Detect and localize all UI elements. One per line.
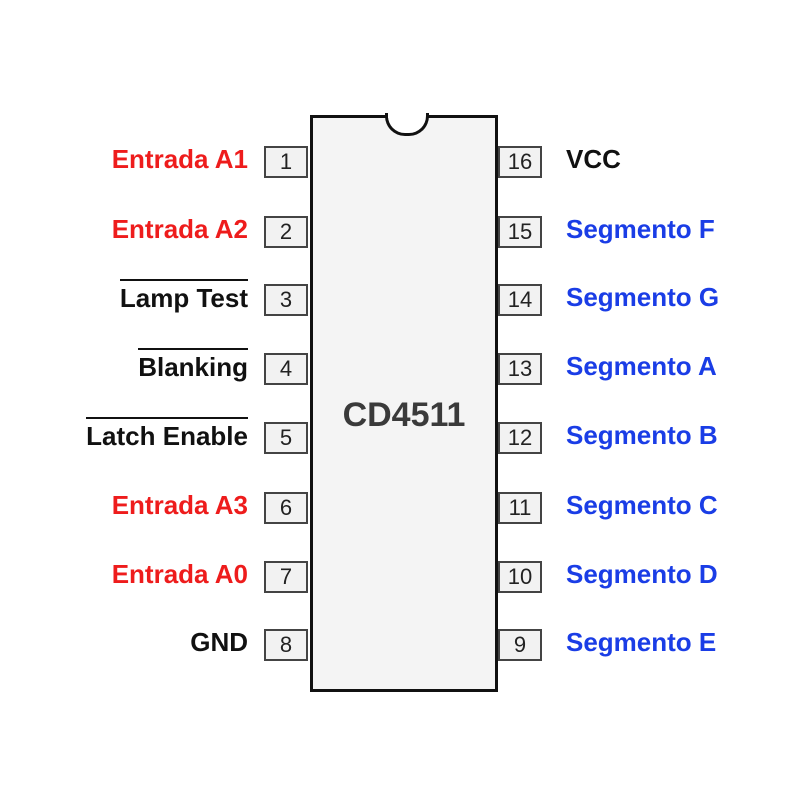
pin-label-12: Segmento B	[566, 420, 718, 450]
pin-label-13: Segmento A	[566, 351, 717, 381]
pin-label-10: Segmento D	[566, 559, 718, 589]
chip-name: CD4511	[342, 396, 466, 434]
pin-label-16: VCC	[566, 144, 621, 174]
pin-2: 2	[264, 216, 308, 248]
pin-3: 3	[264, 284, 308, 316]
pin-6: 6	[264, 492, 308, 524]
pin-12: 12	[498, 422, 542, 454]
pin-8: 8	[264, 629, 308, 661]
pin-15: 15	[498, 216, 542, 248]
pin-label-4: Blanking	[138, 348, 248, 383]
pin-14: 14	[498, 284, 542, 316]
pin-label-3: Lamp Test	[119, 279, 248, 314]
pin-label-6: Entrada A3	[111, 490, 248, 520]
pin-13: 13	[498, 353, 542, 385]
pin-16: 16	[498, 146, 542, 178]
pin-11: 11	[498, 492, 542, 524]
pin-label-8: GND	[190, 627, 248, 657]
pin-label-15: Segmento F	[566, 214, 715, 244]
pin-label-11: Segmento C	[566, 490, 718, 520]
pin-label-9: Segmento E	[566, 627, 717, 657]
pin-label-14: Segmento G	[566, 282, 720, 312]
pin-10: 10	[498, 561, 542, 593]
pin-label-2: Entrada A2	[111, 214, 248, 244]
pin-7: 7	[264, 561, 308, 593]
pin-label-5: Latch Enable	[86, 417, 248, 452]
pin-4: 4	[264, 353, 308, 385]
pin-label-7: Entrada A0	[111, 559, 248, 589]
ic-body	[310, 115, 498, 692]
pin-5: 5	[264, 422, 308, 454]
pin-label-1: Entrada A1	[111, 144, 248, 174]
pin-1: 1	[264, 146, 308, 178]
pin-9: 9	[498, 629, 542, 661]
